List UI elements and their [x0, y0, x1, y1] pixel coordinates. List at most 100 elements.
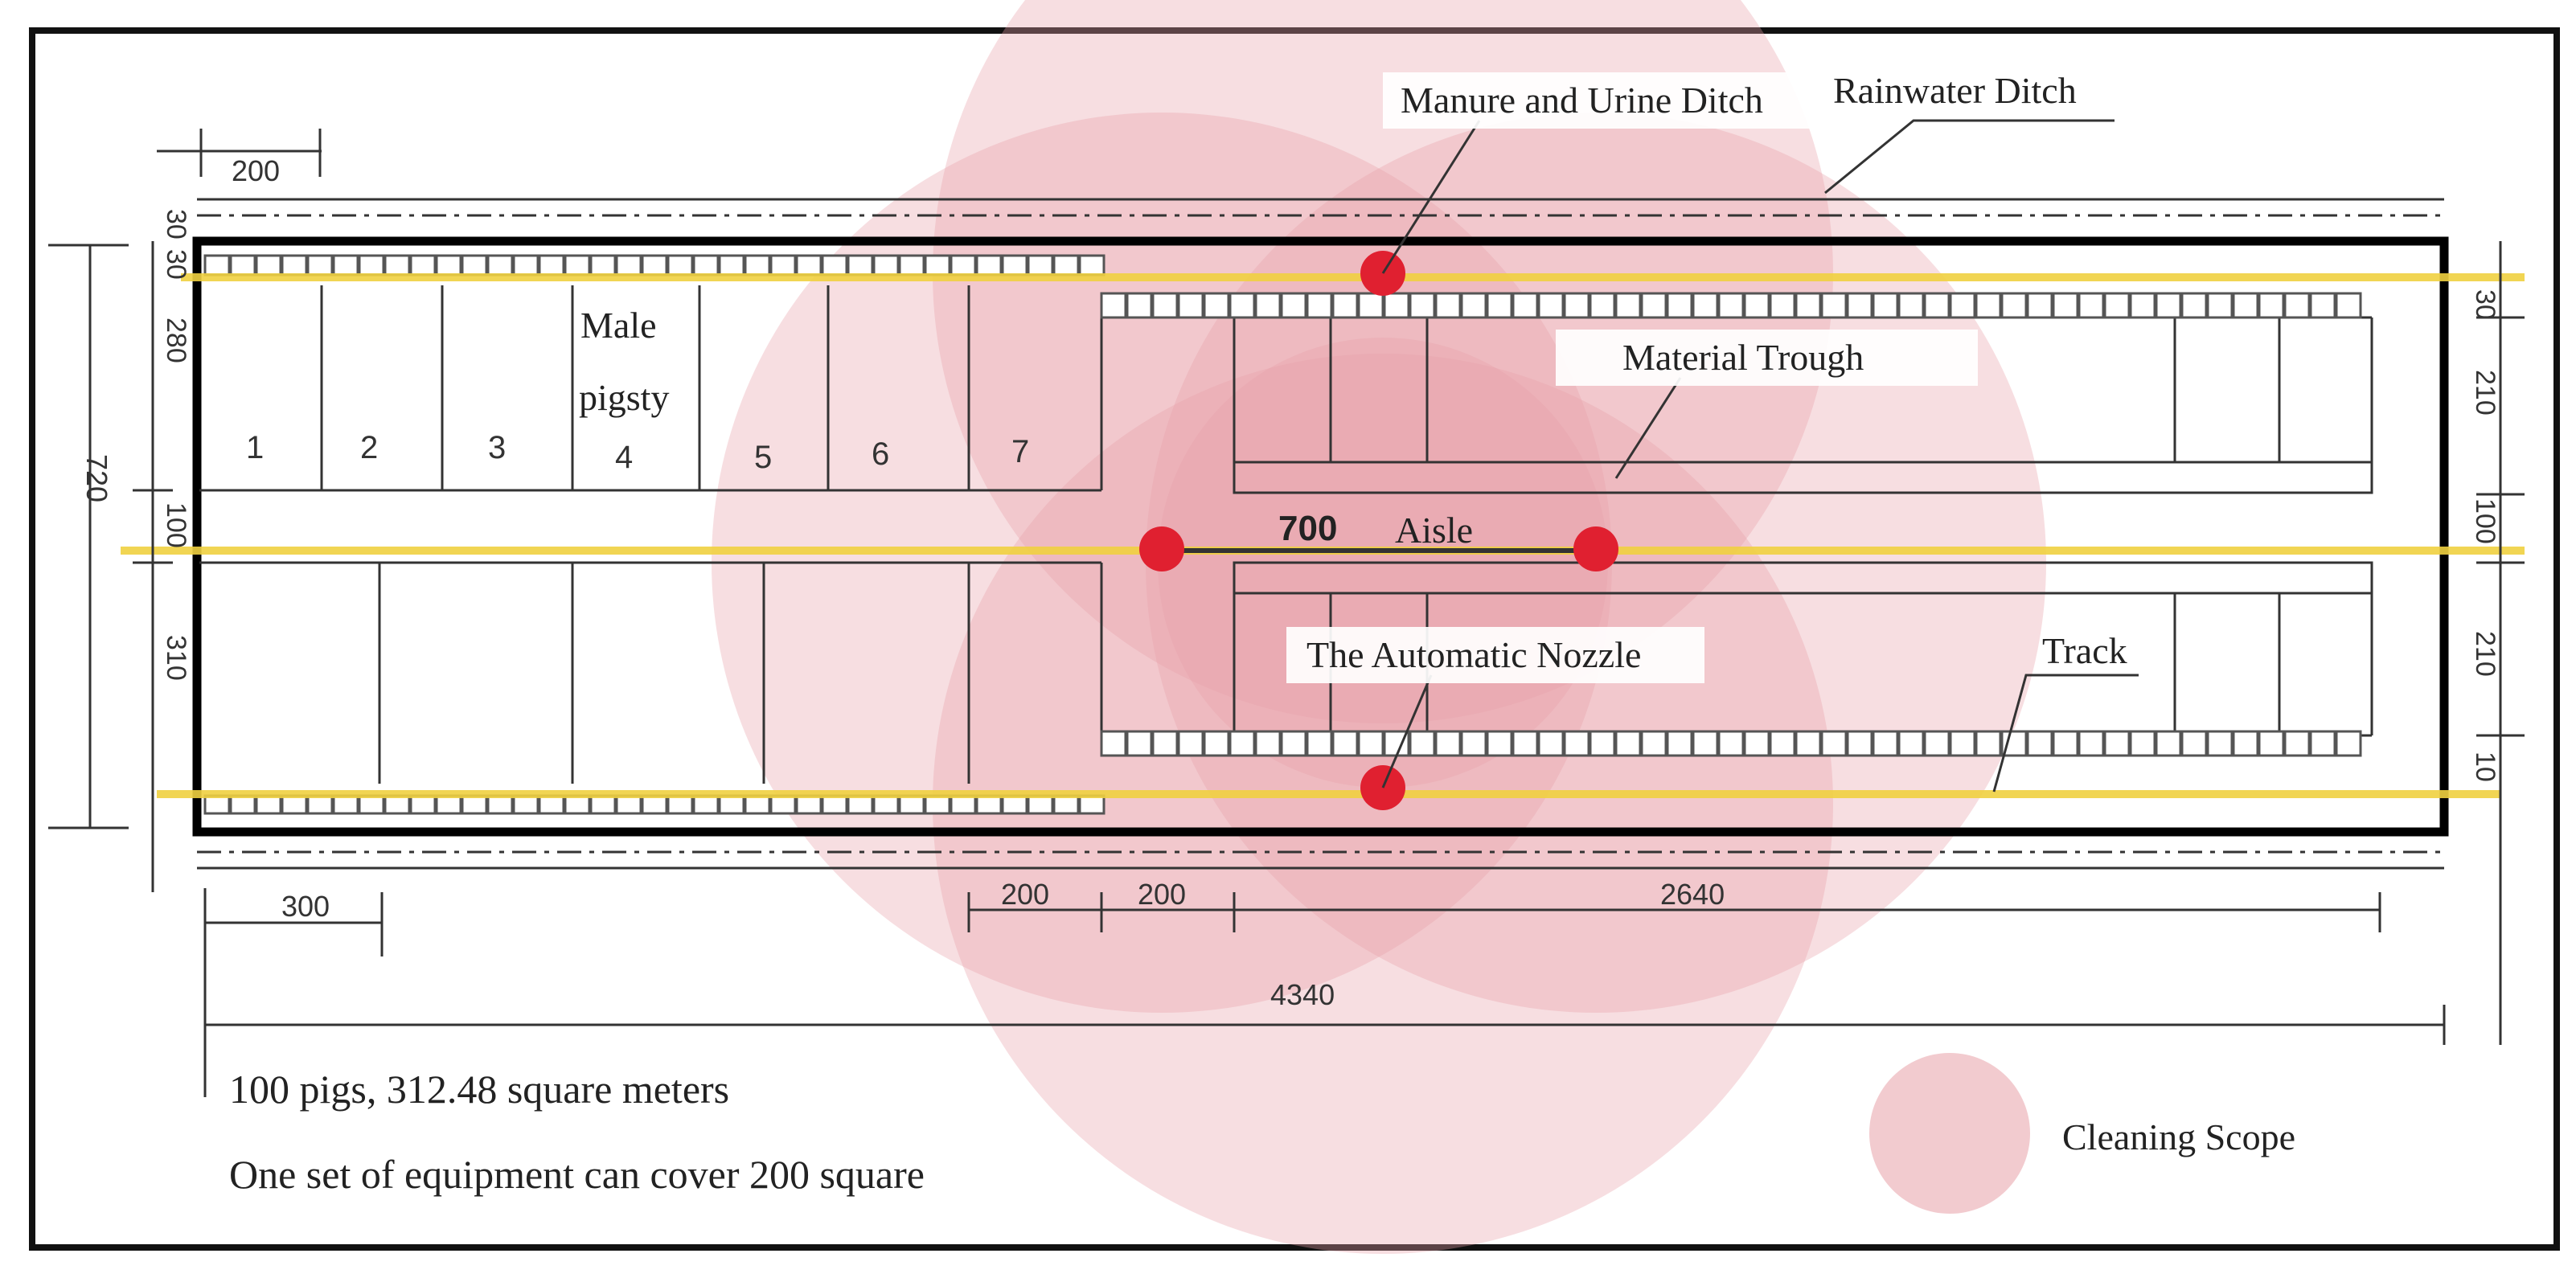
grate-slat — [1460, 292, 1487, 319]
grate-slat — [2129, 730, 2156, 757]
grate-slat — [2335, 730, 2362, 757]
dimension-label: 210 — [2470, 370, 2500, 416]
grate-slat — [1820, 730, 1848, 757]
grate-slat — [744, 794, 771, 815]
grate-slat — [358, 794, 385, 815]
grate-slat — [564, 254, 591, 276]
grate-slat — [384, 794, 411, 815]
grate-slat — [1563, 292, 1590, 319]
grate-slat — [1949, 292, 1976, 319]
grate-slat — [512, 254, 539, 276]
dimension-label: 280 — [161, 317, 191, 363]
grate-slat — [1409, 730, 1436, 757]
dimension-labels: 200 30 30 280 720 100 310 30 210 100 210… — [80, 154, 2500, 1011]
grate-slat — [847, 254, 874, 276]
grate-slat — [2335, 292, 2362, 319]
grate-slat — [795, 794, 822, 815]
grate-slat — [229, 254, 256, 276]
grate-slat — [1640, 292, 1667, 319]
grate-slat — [2078, 730, 2105, 757]
grate-slat — [2103, 730, 2131, 757]
grate-slat — [1923, 292, 1950, 319]
grate-slat — [1640, 730, 1667, 757]
grate-slat — [692, 794, 720, 815]
grate-slat — [615, 794, 642, 815]
grate-slat — [1872, 730, 1899, 757]
grate-slat — [1614, 730, 1642, 757]
grate-slat — [1409, 292, 1436, 319]
grate-slat — [2103, 292, 2131, 319]
grate-slat — [461, 794, 488, 815]
grate-slat — [950, 254, 977, 276]
material-trough-label: Material Trough — [1622, 337, 1864, 378]
grate-slat — [1769, 292, 1796, 319]
lower-left-pens — [378, 563, 970, 784]
grate-slat — [2309, 292, 2336, 319]
grate-slat — [1846, 292, 1873, 319]
grate-slat — [538, 254, 565, 276]
dimension-label: 2640 — [1660, 878, 1725, 911]
grate-slat — [641, 254, 668, 276]
grate-slat — [2283, 730, 2311, 757]
grate-slat — [589, 794, 617, 815]
grate-slat — [2283, 292, 2311, 319]
pen-number: 4 — [615, 440, 633, 475]
grate-slat — [564, 794, 591, 815]
grate-slat — [1743, 730, 1770, 757]
pen-number: 3 — [488, 430, 506, 465]
dimension-label: 30 — [161, 249, 191, 280]
grate-slat — [2052, 730, 2079, 757]
grate-slat — [1052, 794, 1080, 815]
grate-slat — [1001, 254, 1028, 276]
grate-slat — [332, 254, 359, 276]
grate-slat — [435, 254, 462, 276]
grate-slat — [1486, 292, 1513, 319]
dimension-label: 100 — [2470, 498, 2500, 544]
grate-slat — [461, 254, 488, 276]
grate-slat — [1614, 292, 1642, 319]
grate-slat — [2180, 730, 2208, 757]
grate-slat — [1537, 730, 1565, 757]
aisle-walls — [199, 317, 2373, 735]
grate-slat — [1383, 292, 1410, 319]
grate-slat — [1975, 292, 2002, 319]
grate-slat — [203, 794, 231, 815]
grate-slat — [1846, 730, 1873, 757]
grate-slat — [1692, 292, 1719, 319]
dimension-label: 200 — [232, 154, 280, 187]
building-wall — [192, 236, 2449, 837]
grate-slat — [589, 254, 617, 276]
grate-slat — [2078, 292, 2105, 319]
grate-slat — [435, 794, 462, 815]
image-frame — [29, 27, 2560, 1251]
grate-slat — [1486, 730, 1513, 757]
grate-slat — [1769, 730, 1796, 757]
pen-number: 5 — [754, 440, 772, 475]
grate-slat — [1820, 292, 1848, 319]
grate-slat — [1280, 292, 1307, 319]
grate-slat — [2026, 730, 2053, 757]
grate-slat — [1203, 730, 1230, 757]
grate-slat — [2206, 292, 2233, 319]
coverage-note: One set of equipment can cover 200 squar… — [229, 1152, 925, 1197]
grate-slat — [1254, 292, 1282, 319]
grate-slat — [1434, 292, 1462, 319]
dimension-guides — [48, 241, 2525, 1097]
nozzle-left — [1139, 526, 1184, 571]
grate-slat — [1052, 254, 1080, 276]
grate-slat — [898, 794, 925, 815]
cleaning-scope-legend-label: Cleaning Scope — [2062, 1116, 2295, 1157]
grate-slat — [847, 794, 874, 815]
grate-slat — [538, 794, 565, 815]
grate-slat — [667, 794, 694, 815]
grate-slat — [1177, 292, 1204, 319]
grate-slat — [281, 254, 308, 276]
grate-slat — [1512, 292, 1539, 319]
grate-slat — [1151, 292, 1179, 319]
grate-slat — [1331, 730, 1359, 757]
ditch-grates — [203, 254, 2362, 815]
aisle-label: Aisle — [1395, 510, 1473, 551]
grate-slat — [2232, 730, 2259, 757]
grate-slat — [1692, 730, 1719, 757]
